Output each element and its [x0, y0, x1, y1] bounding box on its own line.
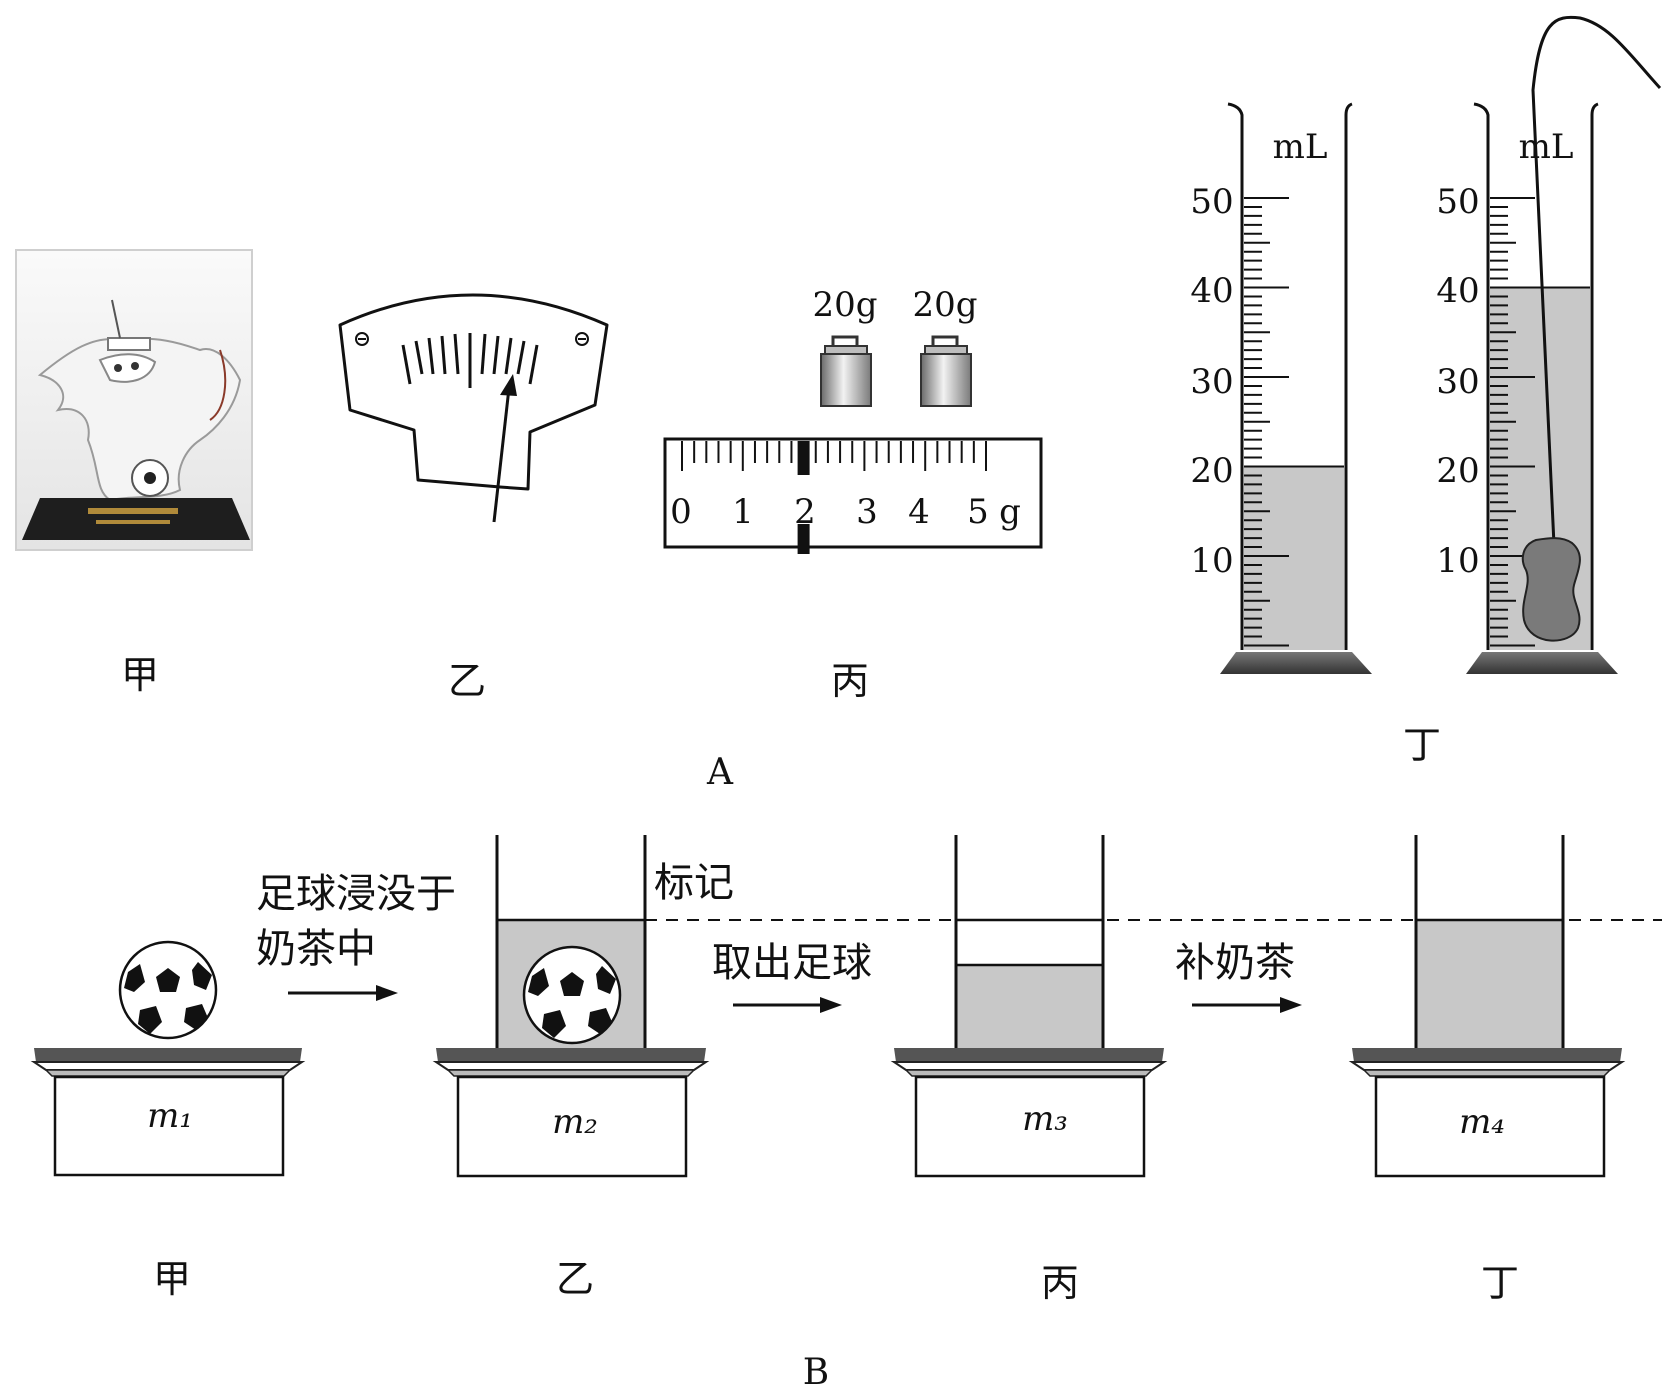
mascot-display: [15, 249, 253, 551]
mass-m4: m₄: [1459, 1102, 1505, 1142]
mass-m1: m₁: [147, 1096, 193, 1136]
balance-pointer-dial: [338, 293, 609, 523]
svg-text:20g: 20g: [812, 285, 877, 325]
beam-number: 4: [908, 492, 930, 532]
weight-2: 20g: [912, 285, 978, 407]
step3-label: 补奶茶: [1175, 940, 1295, 986]
cylinder-left-numbers: 50 40 30 20 10: [1190, 182, 1233, 581]
cyl-number: 20: [1190, 451, 1233, 491]
svg-text:20g: 20g: [912, 285, 977, 325]
partA-label-bing: 丙: [831, 659, 869, 703]
cyl-number: 50: [1190, 182, 1233, 222]
beam-number: 5: [967, 492, 989, 532]
beam-numbers: 0 1 2 3 4 5 g: [670, 492, 1021, 532]
cylinder-left: mL 50 40 30 20 10: [1190, 102, 1372, 674]
mark-label: 标记: [654, 860, 734, 906]
scale-bing: m₃: [890, 1048, 1168, 1178]
cyl-number: 50: [1436, 182, 1479, 222]
cyl-number: 10: [1190, 541, 1233, 581]
scale-ding: m₄: [1348, 1048, 1626, 1178]
cylinder-right: mL 50 40 30 20 10: [1436, 15, 1662, 674]
partB-label-jia: 甲: [153, 1257, 191, 1301]
cylinder-unit: mL: [1273, 127, 1328, 167]
dial-ticks: [401, 333, 539, 388]
scale-jia: m₁: [30, 1048, 306, 1177]
beam-number: 0: [670, 492, 692, 532]
cyl-number: 20: [1436, 451, 1479, 491]
beam-number: 3: [856, 492, 878, 532]
beam-unit: g: [999, 492, 1021, 532]
mass-m3: m₃: [1022, 1099, 1068, 1139]
partB-label-bing: 丙: [1041, 1261, 1079, 1305]
step2-label: 取出足球: [712, 940, 872, 986]
beam-number: 1: [732, 492, 754, 532]
rider-marker-lower: [797, 524, 810, 554]
partA-label-yi: 乙: [448, 659, 486, 703]
cyl-number: 40: [1436, 271, 1479, 311]
rider-marker: [797, 441, 810, 475]
cyl-number: 40: [1190, 271, 1233, 311]
beam-scale: 0 1 2 3 4 5 g: [663, 437, 1043, 554]
soccer-ball-jia: [118, 940, 218, 1040]
partA-label-ding: 丁: [1403, 723, 1441, 767]
cyl-number: 30: [1436, 362, 1479, 402]
stone-object: [1521, 537, 1581, 642]
arrow-icon: [733, 997, 842, 1013]
arrow-icon: [1192, 997, 1302, 1013]
weight-1: 20g: [812, 285, 878, 407]
dial-pointer: [492, 387, 511, 523]
partB-label-yi: 乙: [556, 1257, 594, 1301]
mass-m2: m₂: [552, 1102, 598, 1142]
beaker-ding: [1414, 835, 1565, 1048]
step1-line1: 足球浸没于: [256, 871, 456, 917]
cyl-number: 30: [1190, 362, 1233, 402]
step1-line2: 奶茶中: [256, 926, 376, 972]
cyl-number: 10: [1436, 541, 1479, 581]
arrow-icon: [288, 985, 398, 1001]
cylinder-right-numbers: 50 40 30 20 10: [1436, 182, 1479, 581]
part-A-label: A: [706, 752, 734, 793]
beaker-bing: [954, 835, 1105, 1048]
beaker-yi: [495, 835, 647, 1048]
string: [1531, 15, 1662, 546]
partB-label-ding: 丁: [1481, 1261, 1519, 1305]
pointer-arrowhead: [500, 374, 517, 396]
partA-label-jia: 甲: [121, 653, 159, 697]
scale-yi: m₂: [432, 1048, 710, 1178]
cylinder-unit: mL: [1519, 127, 1574, 167]
beam-number: 2: [794, 492, 816, 532]
part-B-label: B: [803, 1352, 829, 1393]
